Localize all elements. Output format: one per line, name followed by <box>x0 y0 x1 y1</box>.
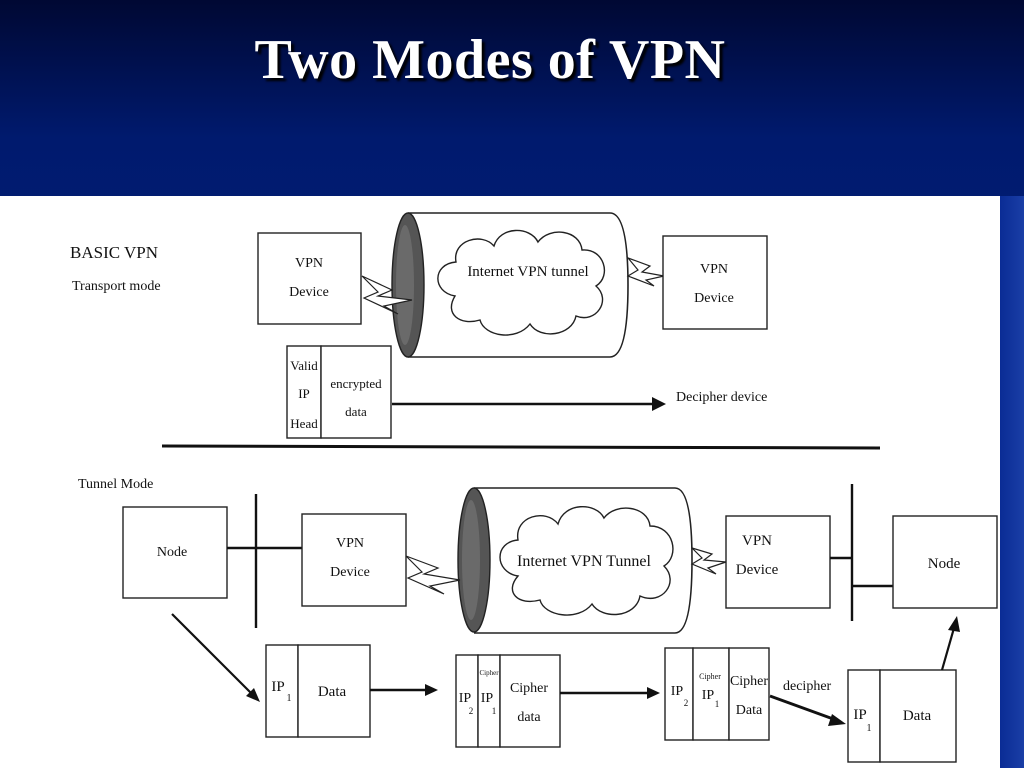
packet3-ip2-label: IP <box>671 684 684 699</box>
tunnel-left-node <box>122 506 228 599</box>
transport-right-device-line2: Device <box>694 291 734 306</box>
transport-right-device-line1: VPN <box>700 262 728 277</box>
transport-tunnel-label: Internet VPN tunnel <box>467 264 588 280</box>
packet1-data-label: Data <box>318 684 347 700</box>
tunnel-packet-to-node-arrow <box>940 627 956 671</box>
tunnel-decipher-arrow <box>769 694 837 722</box>
slide-title: Two Modes of VPN <box>254 29 726 91</box>
transport-arrowhead-icon <box>652 397 666 411</box>
tunnel-arrowhead-1-icon <box>246 688 260 702</box>
packet3-cipher-small: Cipher <box>699 672 721 681</box>
tunnel-arrowhead-3-icon <box>647 687 660 699</box>
tunnel-arrowhead-2-icon <box>425 684 438 696</box>
transport-header-line3: Head <box>290 416 318 431</box>
packet4-ip-cell <box>847 669 881 763</box>
transport-payload-line2: data <box>345 404 367 419</box>
transport-header-line1: Valid <box>290 358 318 373</box>
packet1-ip-cell <box>265 644 299 738</box>
vpn-diagram: BASIC VPN Transport mode VPN Device Inte… <box>70 212 998 763</box>
tunnel-right-device-line1: VPN <box>742 533 772 549</box>
packet3-ip1-subscript: 1 <box>715 699 720 709</box>
packet4-ip-subscript: 1 <box>867 723 872 734</box>
tunnel-right-node-label: Node <box>928 556 961 572</box>
tunnel-cloud-icon <box>499 505 674 616</box>
transport-left-vpn-device <box>257 232 362 325</box>
transport-destination-label: Decipher device <box>676 390 767 405</box>
tunnel-left-lightning-icon <box>405 555 461 595</box>
tunnel-right-device-line2: Device <box>736 562 779 578</box>
tunnel-decipher-label: decipher <box>783 679 832 694</box>
packet3-ip2-subscript: 2 <box>684 698 689 708</box>
packet2-cipher-small: Cipher <box>479 669 499 677</box>
tunnel-left-device-line1: VPN <box>336 536 364 551</box>
packet3-payload-line1: Cipher <box>730 674 768 689</box>
tunnel-arrowhead-5-icon <box>948 616 960 632</box>
tunnel-left-vpn-device <box>301 513 407 607</box>
packet2-ip1-label: IP <box>481 691 494 706</box>
packet2-payload-line2: data <box>517 710 541 725</box>
transport-left-device-line1: VPN <box>295 256 323 271</box>
packet4-data-label: Data <box>903 708 932 724</box>
tunnel-right-lightning-icon <box>690 547 727 575</box>
transport-payload-line1: encrypted <box>330 376 382 391</box>
transport-packet-header-cell <box>286 345 322 439</box>
transport-right-lightning-icon <box>626 256 665 287</box>
packet2-payload-line1: Cipher <box>510 681 548 696</box>
packet2-ip2-label: IP <box>459 691 472 706</box>
packet3-payload-line2: Data <box>736 703 763 718</box>
mode-divider <box>161 444 881 450</box>
transport-section-title: BASIC VPN <box>70 243 158 262</box>
diagram-panel: BASIC VPN Transport mode VPN Device Inte… <box>0 196 1000 768</box>
packet1-ip-subscript: 1 <box>287 693 292 704</box>
tunnel-left-device-line2: Device <box>330 565 370 580</box>
tunnel-right-vpn-device <box>725 515 831 609</box>
transport-section-subtitle: Transport mode <box>72 279 161 294</box>
packet2-ip2-subscript: 2 <box>469 706 474 716</box>
packet4-ip-label: IP <box>853 707 866 723</box>
packet1-ip-label: IP <box>271 679 284 695</box>
packet3-payload-cell <box>728 647 770 741</box>
transport-left-lightning-icon <box>361 275 413 315</box>
packet4-data-cell <box>879 669 957 763</box>
tunnel-left-node-label: Node <box>157 545 187 560</box>
transport-packet-payload-cell <box>320 345 392 439</box>
tunnel-node-to-packet-arrow <box>171 613 253 695</box>
packet3-ip1-cell <box>692 647 730 741</box>
transport-right-vpn-device <box>662 235 768 330</box>
tunnel-section-title: Tunnel Mode <box>78 477 153 492</box>
packet1-data-cell <box>297 644 371 738</box>
packet2-ip1-subscript: 1 <box>492 706 497 716</box>
tunnel-right-node <box>892 515 998 609</box>
slide-edge-strip <box>1000 196 1024 768</box>
packet3-ip1-label: IP <box>702 688 715 703</box>
packet2-payload-cell <box>499 654 561 748</box>
transport-header-line2: IP <box>298 386 310 401</box>
tunnel-tunnel-label: Internet VPN Tunnel <box>517 553 651 570</box>
transport-cloud-icon <box>437 229 606 336</box>
transport-left-device-line2: Device <box>289 285 329 300</box>
tunnel-arrowhead-4-icon <box>828 714 846 726</box>
